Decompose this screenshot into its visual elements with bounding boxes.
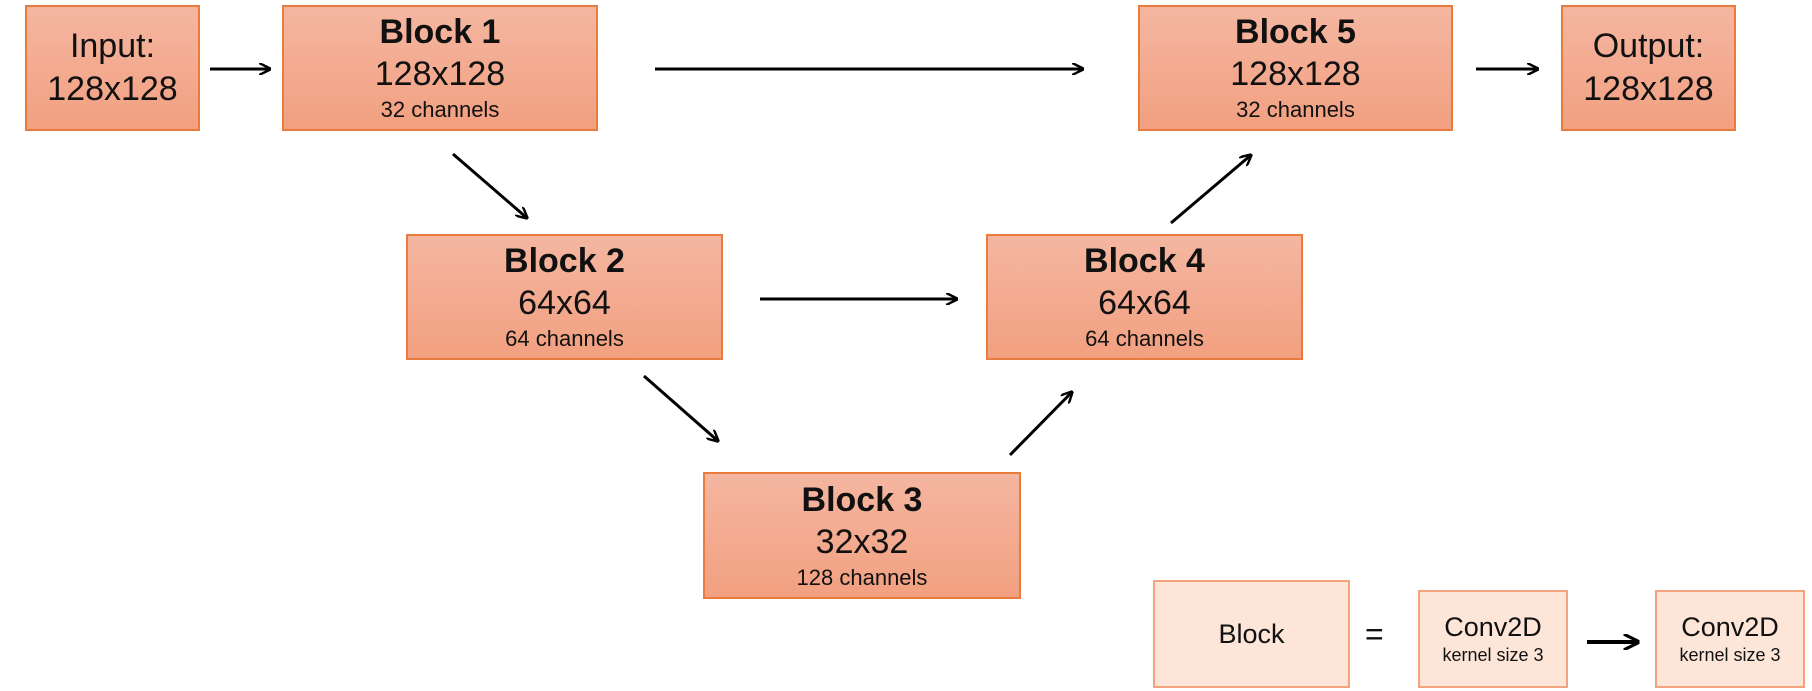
block-2: Block 2 64x64 64 channels xyxy=(406,234,723,360)
block-2-size: 64x64 xyxy=(518,284,611,322)
block-4: Block 4 64x64 64 channels xyxy=(986,234,1303,360)
block-1-channels: 32 channels xyxy=(380,97,500,122)
block-1: Block 1 128x128 32 channels xyxy=(282,5,598,131)
block-4-title: Block 4 xyxy=(1084,242,1205,280)
legend-conv2d-2: Conv2D kernel size 3 xyxy=(1655,590,1805,688)
output-box: Output: 128x128 xyxy=(1561,5,1736,131)
arrow-block3-to-block4 xyxy=(1008,392,1072,457)
block-4-channels: 64 channels xyxy=(1085,326,1204,351)
legend-block-label: Block xyxy=(1218,619,1285,649)
arrow-block4-to-block5 xyxy=(1170,155,1251,225)
block-3-size: 32x32 xyxy=(815,522,909,561)
input-box: Input: 128x128 xyxy=(25,5,200,131)
block-4-size: 64x64 xyxy=(1098,284,1191,322)
legend-block: Block xyxy=(1153,580,1350,688)
block-5-size: 128x128 xyxy=(1230,55,1361,93)
block-3-title: Block 3 xyxy=(801,480,923,519)
block-5: Block 5 128x128 32 channels xyxy=(1138,5,1453,131)
legend-conv2d-1-sub: kernel size 3 xyxy=(1442,645,1544,665)
input-size: 128x128 xyxy=(47,70,178,108)
legend-equals: = xyxy=(1365,616,1384,652)
block-3: Block 3 32x32 128 channels xyxy=(703,472,1021,599)
block-5-channels: 32 channels xyxy=(1236,97,1355,122)
legend-conv2d-2-title: Conv2D xyxy=(1681,612,1779,642)
legend-conv2d-1: Conv2D kernel size 3 xyxy=(1418,590,1568,688)
block-1-size: 128x128 xyxy=(374,55,506,93)
output-label: Output: xyxy=(1592,27,1705,65)
input-label: Input: xyxy=(69,27,156,65)
legend-conv2d-1-title: Conv2D xyxy=(1444,612,1542,642)
legend-conv2d-2-sub: kernel size 3 xyxy=(1679,645,1781,665)
arrow-block1-to-block2 xyxy=(452,152,527,218)
block-2-channels: 64 channels xyxy=(505,326,624,351)
block-2-title: Block 2 xyxy=(504,242,625,280)
arrow-block2-to-block3 xyxy=(643,374,718,441)
block-1-title: Block 1 xyxy=(379,13,501,51)
block-3-channels: 128 channels xyxy=(796,564,928,590)
block-5-title: Block 5 xyxy=(1235,13,1356,51)
output-size: 128x128 xyxy=(1583,70,1714,108)
